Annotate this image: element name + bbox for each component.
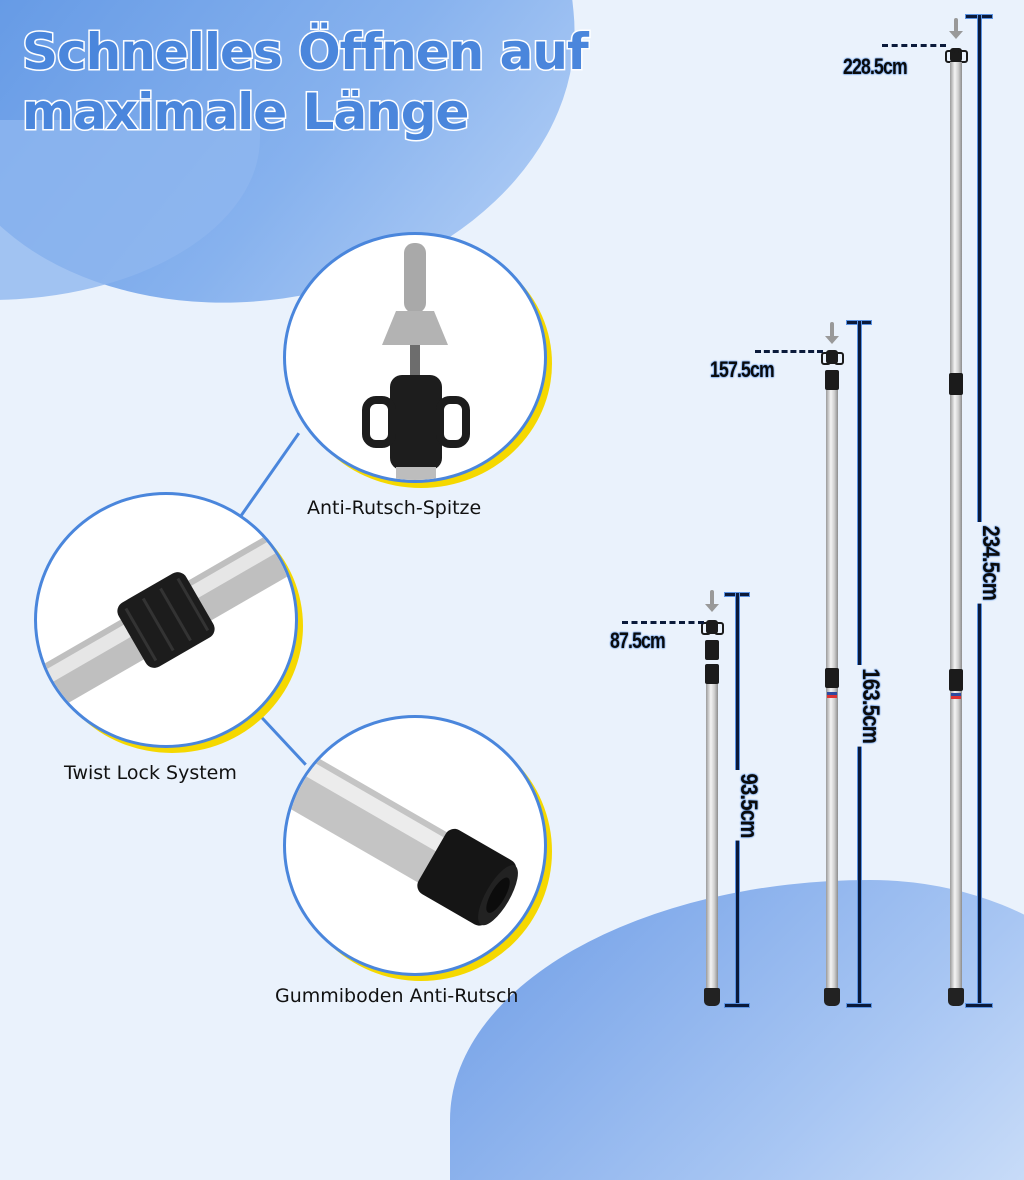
pole-tip-icon — [830, 322, 834, 336]
anti-slip-tip-icon — [362, 243, 470, 480]
connector-line-lock-to-foot — [256, 712, 307, 766]
pole-tip-icon — [954, 18, 958, 32]
measure-label-extended: 234.5cm — [976, 522, 1004, 604]
measure-label-collapsed: 87.5cm — [610, 628, 666, 653]
rubber-foot-icon — [286, 727, 518, 926]
feature-circle-twist-lock — [34, 492, 298, 748]
headline-line-2: maximale Länge — [20, 82, 470, 143]
measure-bar — [978, 15, 981, 1005]
measure-cap-bottom — [966, 1004, 992, 1007]
headline-line-1: Schnelles Öffnen auf — [21, 22, 591, 83]
pole-grip-icon — [825, 668, 839, 688]
pole-tip-icon — [710, 590, 714, 606]
measure-bar — [858, 321, 861, 1005]
pole-ear-icon — [701, 622, 711, 635]
measure-dash-line — [622, 621, 704, 624]
pole-cone-icon — [949, 31, 963, 39]
feature-circle-anti-slip-tip — [283, 232, 547, 483]
pole-foot-icon — [948, 988, 964, 1006]
pole-grip-icon — [705, 640, 719, 660]
measure-dash-line — [755, 350, 823, 353]
measure-label-extended: 163.5cm — [856, 665, 884, 747]
pole-ear-icon — [834, 352, 844, 365]
pole-shaft — [706, 684, 718, 989]
feature-circle-rubber-foot — [283, 715, 547, 976]
pole-cone-icon — [825, 336, 839, 344]
pole-grip-icon — [705, 664, 719, 684]
pole-shaft — [826, 390, 838, 988]
measure-label-collapsed: 157.5cm — [710, 357, 775, 382]
measure-label-extended: 93.5cm — [734, 770, 762, 841]
pole-sticker — [951, 693, 961, 699]
feature-caption-twist-lock: Twist Lock System — [64, 762, 237, 784]
pole-ear-icon — [821, 352, 831, 365]
pole-cone-icon — [705, 604, 719, 612]
twist-lock-icon — [37, 514, 295, 725]
pole-shaft — [950, 62, 962, 988]
pole-ear-icon — [958, 50, 968, 63]
measure-cap-bottom — [725, 1004, 749, 1007]
measure-cap-bottom — [847, 1004, 871, 1007]
feature-caption-anti-slip-tip: Anti-Rutsch-Spitze — [307, 497, 482, 519]
pole-sticker — [827, 692, 837, 698]
pole-foot-icon — [824, 988, 840, 1006]
pole-grip-icon — [825, 370, 839, 390]
pole-foot-icon — [704, 988, 720, 1006]
pole-grip-icon — [949, 669, 963, 691]
pole-ear-icon — [714, 622, 724, 635]
pole-grip-icon — [949, 373, 963, 395]
measure-label-collapsed: 228.5cm — [843, 54, 908, 79]
measure-dash-line — [882, 44, 946, 47]
feature-caption-rubber-foot: Gummiboden Anti-Rutsch — [275, 985, 519, 1007]
headline: Schnelles Öffnen auf maximale Länge — [20, 22, 591, 143]
